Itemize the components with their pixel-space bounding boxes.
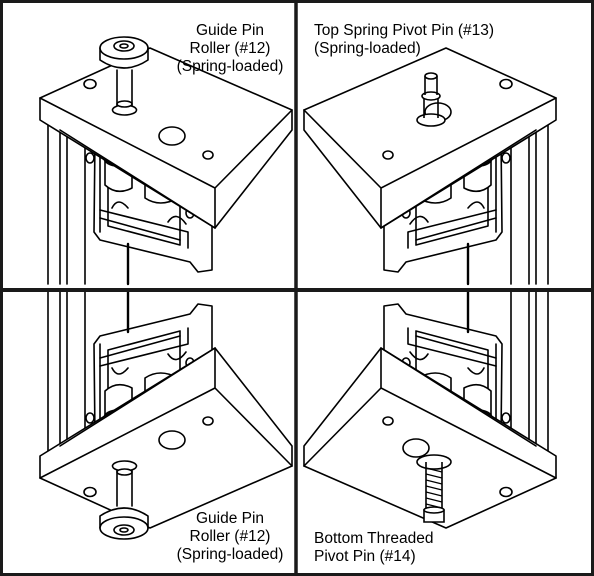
label-line: Guide Pin (195, 510, 265, 527)
label-line: (Spring-loaded) (176, 58, 284, 75)
label-bottom-right: Bottom Threaded Pivot Pin (#14) (314, 530, 433, 566)
label-line: Top Spring Pivot Pin (#13) (314, 22, 495, 39)
panel-bottom-left-drawing (38, 292, 294, 541)
label-line: Bottom Threaded (314, 530, 434, 547)
label-top-left: Guide Pin Roller (#12) (Spring-loaded) (168, 22, 292, 76)
label-line: (Spring-loaded) (314, 40, 421, 57)
label-line: Guide Pin (195, 22, 265, 39)
label-bottom-left: Guide Pin Roller (#12) (Spring-loaded) (168, 510, 292, 564)
panel-bottom-right-drawing (303, 292, 557, 529)
label-line: Roller (#12) (189, 528, 271, 545)
top-spring-pivot-pin (416, 72, 446, 127)
label-line: Pivot Pin (#14) (314, 548, 416, 565)
bottom-threaded-pivot-pin (416, 454, 452, 523)
label-line: Roller (#12) (189, 40, 271, 57)
panel-top-right-drawing (303, 47, 557, 286)
label-line: (Spring-loaded) (176, 546, 284, 563)
label-top-right: Top Spring Pivot Pin (#13) (Spring-loade… (314, 22, 494, 58)
